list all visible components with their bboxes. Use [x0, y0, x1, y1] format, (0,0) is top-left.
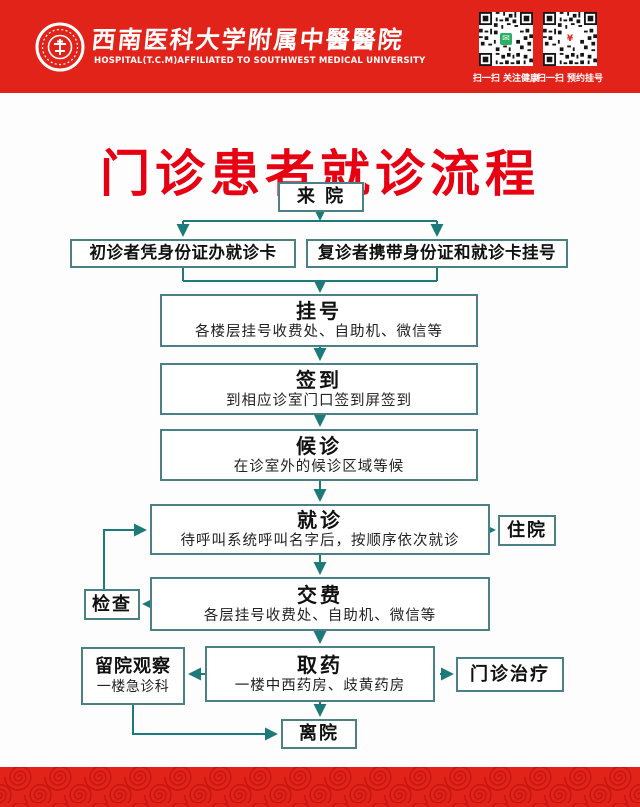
footer-pattern-band [0, 767, 640, 807]
flow-node-sign-in: 签到 到相应诊室门口签到屏签到 [160, 363, 478, 415]
qr-label-appointment: 扫一扫 预约挂号 [536, 74, 604, 84]
node-label: 复诊者携带身份证和就诊卡挂号 [318, 243, 556, 263]
flow-node-register: 挂号 各楼层挂号收费处、自助机、微信等 [160, 294, 478, 347]
flow-node-hospitalize: 住院 [498, 515, 556, 546]
flow-node-return-visit: 复诊者携带身份证和就诊卡挂号 [306, 239, 568, 268]
node-label: 交费 [297, 582, 343, 607]
flow-node-leave: 离院 [281, 719, 357, 749]
node-label: 来 院 [296, 186, 346, 208]
qr-code-health: ✉ [479, 12, 533, 66]
node-label: 候诊 [296, 433, 342, 458]
spiral-pattern-icon [0, 767, 640, 807]
hospital-name-en: HOSPITAL(T.C.M)AFFILIATED TO SOUTHWEST M… [94, 56, 426, 66]
node-subtext: 一楼中西药房、歧黄药房 [234, 677, 406, 694]
node-label: 门诊治疗 [470, 663, 550, 685]
hospital-logo-icon [35, 22, 85, 72]
hospital-name-cn: 西南医科大学附属中醫醫院 [90, 26, 406, 54]
flow-node-exam: 检查 [84, 589, 140, 620]
node-label: 住院 [507, 519, 547, 541]
flow-node-outpatient-treatment: 门诊治疗 [456, 657, 564, 692]
flow-node-pay: 交费 各层挂号收费处、自助机、微信等 [150, 577, 490, 631]
node-subtext: 各层挂号收费处、自助机、微信等 [203, 607, 437, 624]
node-label: 取药 [297, 652, 343, 677]
node-label: 检查 [92, 593, 132, 615]
yen-payment-icon: ¥ [564, 33, 576, 45]
node-subtext: 一楼急诊科 [96, 678, 170, 695]
node-label: 初诊者凭身份证办就诊卡 [89, 243, 277, 263]
qr-code-appointment: ¥ [543, 12, 597, 66]
header-banner: 西南医科大学附属中醫醫院 HOSPITAL(T.C.M)AFFILIATED T… [0, 0, 640, 93]
node-label: 就诊 [297, 508, 343, 533]
wechat-icon: ✉ [500, 33, 512, 45]
flow-node-observation: 留院观察 一楼急诊科 [81, 647, 185, 705]
flow-node-wait: 候诊 在诊室外的候诊区域等候 [160, 429, 478, 481]
node-label: 离院 [299, 723, 339, 745]
flow-node-first-visit: 初诊者凭身份证办就诊卡 [70, 239, 296, 268]
node-label: 留院观察 [95, 656, 171, 678]
qr-label-health: 扫一扫 关注健康 [472, 74, 540, 84]
flow-node-arrive: 来 院 [278, 182, 364, 212]
node-label: 签到 [296, 367, 342, 392]
node-subtext: 待呼叫系统呼叫名字后，按顺序依次就诊 [180, 533, 460, 550]
node-label: 挂号 [296, 299, 342, 324]
node-subtext: 到相应诊室门口签到屏签到 [226, 392, 412, 409]
node-subtext: 各楼层挂号收费处、自助机、微信等 [195, 324, 443, 341]
node-subtext: 在诊室外的候诊区域等候 [233, 458, 405, 475]
flow-node-consult: 就诊 待呼叫系统呼叫名字后，按顺序依次就诊 [150, 504, 490, 555]
flow-node-pharmacy: 取药 一楼中西药房、歧黄药房 [205, 646, 435, 702]
